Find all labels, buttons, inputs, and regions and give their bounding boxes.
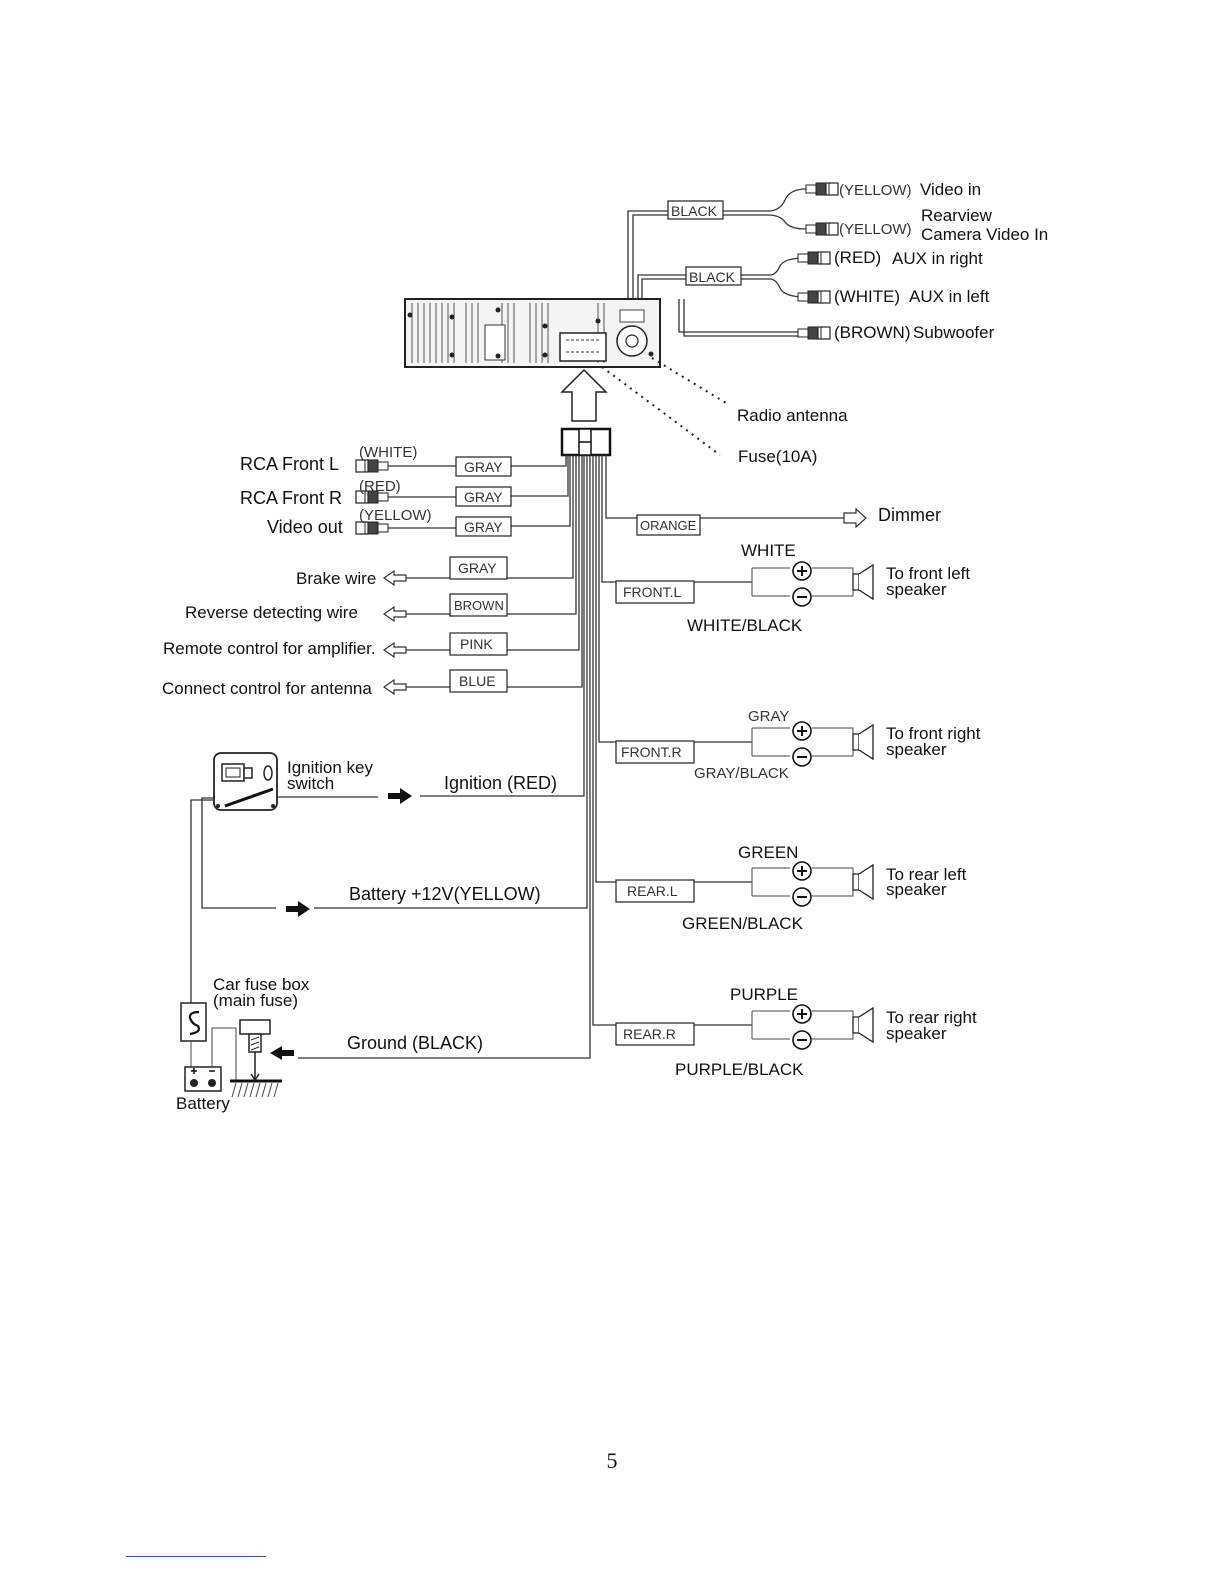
battery-arrow-icon xyxy=(286,901,310,917)
rca-front-l-color: (WHITE) xyxy=(359,444,417,461)
speaker-rr-dest-2: speaker xyxy=(886,1024,947,1043)
page-number: 5 xyxy=(606,1448,618,1473)
rca-front-l-label: RCA Front L xyxy=(240,454,339,474)
wire-box-aux: BLACK xyxy=(685,266,742,286)
camera-label-2: Camera Video In xyxy=(921,225,1048,244)
ground-arrow-icon xyxy=(270,1046,294,1060)
video-in-label: Video in xyxy=(920,180,981,199)
ground-label: Ground (BLACK) xyxy=(347,1033,483,1053)
battery-icon xyxy=(184,1066,222,1092)
fuse-feed-line xyxy=(190,799,214,1003)
video-out-label: Video out xyxy=(267,517,343,537)
brake-wire-label: Brake wire xyxy=(296,569,376,588)
rca-subwoofer-icon xyxy=(797,326,831,340)
dimmer-label: Dimmer xyxy=(878,505,941,525)
ignition-key-icon xyxy=(213,752,278,811)
battery-feed-line xyxy=(201,797,276,909)
video-in-color: (YELLOW) xyxy=(839,182,912,199)
rca-front-r-color: (RED) xyxy=(359,478,401,495)
speaker-rr-dest-1: To rear right xyxy=(886,1008,977,1027)
fuse-box-label-2: (main fuse) xyxy=(213,991,298,1010)
speaker-rl-dest-1: To rear left xyxy=(886,865,967,884)
main-fuse-icon xyxy=(180,1002,207,1042)
speaker-fl-dest-1: To front left xyxy=(886,564,970,583)
wire-box-dimmer xyxy=(636,514,701,536)
speaker-rl-dest-2: speaker xyxy=(886,880,947,899)
rca-video-out-color: (YELLOW) xyxy=(359,507,432,524)
radio-antenna-label: Radio antenna xyxy=(737,406,848,425)
battery-label: Battery xyxy=(176,1094,230,1113)
subwoofer-label: Subwoofer xyxy=(913,323,995,342)
aux-right-label: AUX in right xyxy=(892,249,983,268)
left-control-wires xyxy=(383,556,508,695)
speaker-rl-box: REAR.L xyxy=(627,883,678,899)
camera-label-1: Rearview xyxy=(921,206,993,225)
wire-harness xyxy=(298,455,637,1059)
rca-video-in-icon xyxy=(805,182,839,196)
footer-rule xyxy=(126,1556,266,1557)
speaker-front-left xyxy=(615,561,874,607)
aux-right-color: (RED) xyxy=(834,248,881,267)
rca-camera-in-icon xyxy=(805,222,839,236)
ignition-label: Ignition (RED) xyxy=(444,773,557,793)
speaker-fl-pos: WHITE xyxy=(741,541,796,560)
ground-icon xyxy=(230,1019,282,1098)
speaker-front-right xyxy=(615,721,874,767)
rca-aux-left-icon xyxy=(797,290,831,304)
wire-rca-l: GRAY xyxy=(464,459,503,475)
svg-text:BLACK: BLACK xyxy=(671,203,718,219)
speaker-rear-left xyxy=(615,861,874,907)
antenna-leader xyxy=(651,357,727,404)
battery-wires xyxy=(190,1027,237,1080)
wire-box-rca-l xyxy=(455,456,512,477)
svg-text:BLACK: BLACK xyxy=(689,269,736,285)
wire-reverse: BROWN xyxy=(454,598,504,613)
rca-aux-right-icon xyxy=(797,251,831,265)
subwoofer-color: (BROWN) xyxy=(834,323,910,342)
fuse-label: Fuse(10A) xyxy=(738,447,817,466)
rca-front-r-label: RCA Front R xyxy=(240,488,342,508)
speaker-fr-box: FRONT.R xyxy=(621,744,682,760)
ignition-switch-label-1: Ignition key xyxy=(287,758,373,777)
fuse-box-label-1: Car fuse box xyxy=(213,975,310,994)
aux-left-color: (WHITE) xyxy=(834,287,900,306)
speaker-fl-dest-2: speaker xyxy=(886,580,947,599)
main-connector xyxy=(560,427,612,457)
speaker-fr-pos: GRAY xyxy=(748,708,789,725)
ignition-switch-label-2: switch xyxy=(287,774,334,793)
reverse-wire-label: Reverse detecting wire xyxy=(185,603,358,622)
camera-in-color: (YELLOW) xyxy=(839,221,912,238)
speaker-rl-pos: GREEN xyxy=(738,843,798,862)
speaker-rr-box: REAR.R xyxy=(623,1026,676,1042)
up-arrow-icon xyxy=(560,368,608,422)
head-unit xyxy=(404,298,661,368)
wire-box-rca-r xyxy=(455,486,512,507)
speaker-fr-neg: GRAY/BLACK xyxy=(694,765,789,782)
speaker-fl-box: FRONT.L xyxy=(623,584,682,600)
fuse-leader xyxy=(601,366,721,456)
wire-video-out: GRAY xyxy=(464,519,503,535)
remote-amp-label: Remote control for amplifier. xyxy=(163,639,376,658)
wire-box-video: BLACK xyxy=(667,200,724,220)
battery-wire-label: Battery +12V(YELLOW) xyxy=(349,884,541,904)
dimmer-arrow-icon xyxy=(843,507,867,529)
wire-antenna: BLUE xyxy=(459,673,496,689)
wire-box-video-out xyxy=(455,516,512,537)
speaker-rr-neg: PURPLE/BLACK xyxy=(675,1060,804,1079)
speaker-rear-right xyxy=(615,1004,874,1050)
ignition-arrow-icon xyxy=(388,788,412,804)
antenna-control-label: Connect control for antenna xyxy=(162,679,372,698)
wire-brake: GRAY xyxy=(458,560,497,576)
speaker-rl-neg: GREEN/BLACK xyxy=(682,914,804,933)
wire-rca-r: GRAY xyxy=(464,489,503,505)
aux-left-label: AUX in left xyxy=(909,287,990,306)
wire-remote: PINK xyxy=(460,636,493,652)
speaker-rr-pos: PURPLE xyxy=(730,985,798,1004)
speaker-fr-dest-2: speaker xyxy=(886,740,947,759)
speaker-fl-neg: WHITE/BLACK xyxy=(687,616,803,635)
rca-front-l-icon xyxy=(355,459,389,473)
wire-dimmer: ORANGE xyxy=(640,518,697,533)
speaker-fr-dest-1: To front right xyxy=(886,724,981,743)
